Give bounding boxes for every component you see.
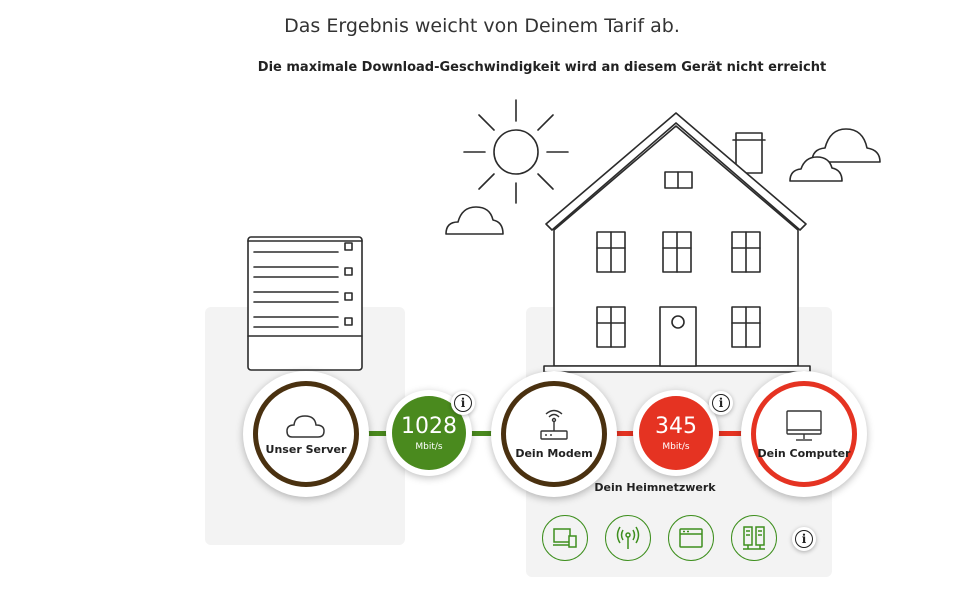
speed-unit: Mbit/s — [415, 441, 443, 452]
computer-node-label: Dein Computer — [757, 446, 851, 460]
cloud-icon — [286, 414, 325, 438]
cloud-left-icon — [445, 206, 504, 235]
server-tower-icon — [247, 236, 363, 371]
link-modem-speed — [604, 431, 652, 436]
computer-node[interactable]: Dein Computer — [741, 371, 867, 497]
modem-node-label: Dein Modem — [515, 446, 593, 460]
page-subheadline: Die maximale Download-Geschwindigkeit wi… — [257, 60, 827, 75]
link-speed-modem — [466, 431, 506, 436]
info-button-speed-1[interactable]: i — [451, 391, 475, 415]
device-wifi-button[interactable] — [605, 515, 651, 561]
laptop-icon — [553, 528, 577, 548]
device-laptop-button[interactable] — [542, 515, 588, 561]
monitor-icon — [786, 409, 822, 441]
home-network-label: Dein Heimnetzwerk — [594, 481, 716, 494]
info-button-speed-2[interactable]: i — [709, 391, 733, 415]
server-rack-icon — [743, 526, 765, 550]
speed-value: 345 — [655, 413, 697, 439]
sun-icon — [463, 99, 569, 204]
info-icon: i — [712, 394, 730, 412]
cloud-right-icon — [789, 128, 881, 182]
speed-unit: Mbit/s — [662, 441, 690, 452]
server-node-label: Unser Server — [265, 442, 347, 456]
modem-node[interactable]: Dein Modem — [491, 371, 617, 497]
link-server-speed — [350, 431, 400, 436]
house-icon — [543, 112, 811, 373]
info-icon: i — [795, 530, 813, 548]
link-speed-computer — [710, 431, 754, 436]
info-icon: i — [454, 394, 472, 412]
wifi-tower-icon — [616, 526, 640, 549]
router-icon — [540, 409, 568, 440]
device-browser-button[interactable] — [668, 515, 714, 561]
speed-value: 1028 — [401, 413, 457, 439]
browser-window-icon — [679, 528, 703, 548]
server-node[interactable]: Unser Server — [243, 371, 369, 497]
info-button-devices[interactable]: i — [792, 527, 816, 551]
device-server-button[interactable] — [731, 515, 777, 561]
page-headline: Das Ergebnis weicht von Deinem Tarif ab. — [284, 15, 680, 37]
speed-badge-modem-computer: 345 Mbit/s — [633, 390, 719, 476]
